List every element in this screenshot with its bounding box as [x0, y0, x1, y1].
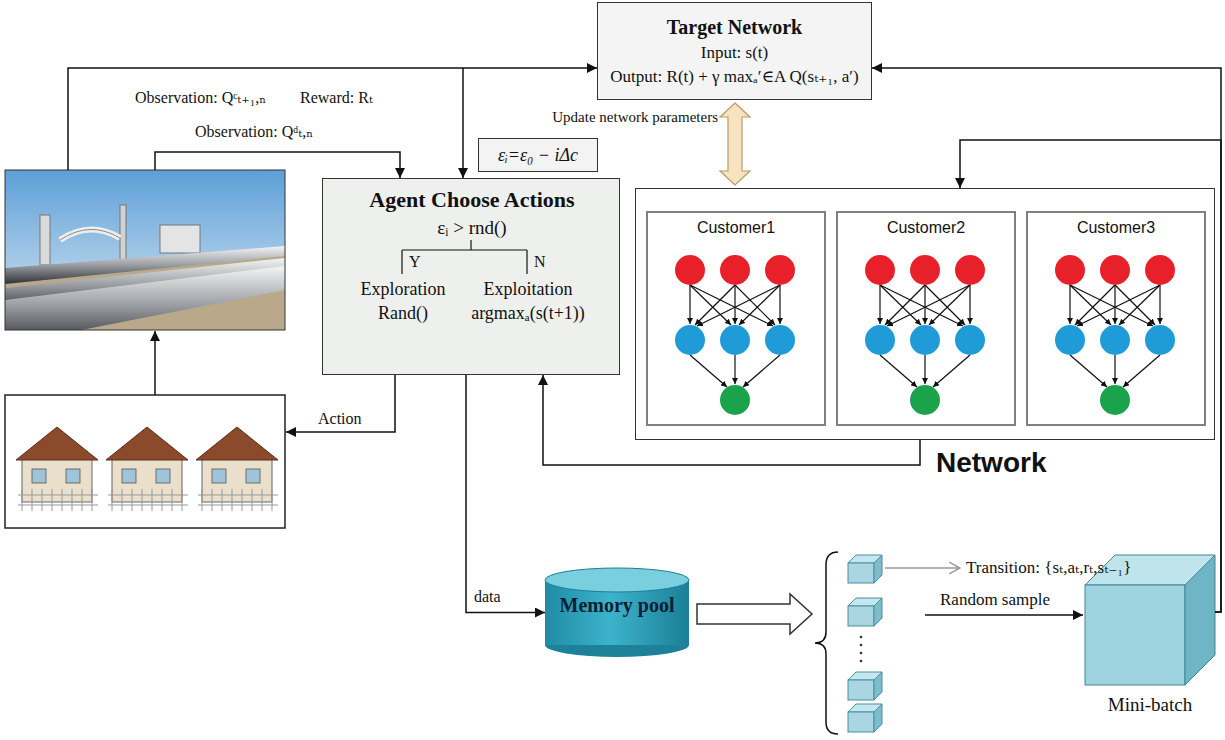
node-text: Input: s(t): [701, 43, 769, 63]
node-text: N: [534, 253, 546, 271]
signal-wires: [68, 68, 1083, 615]
annotation-label: Observation: Qᶜₜ₊₁,ₙ: [135, 88, 266, 107]
houses-illustration: [5, 395, 285, 528]
node-title: Customer1: [697, 219, 775, 237]
annotation-label: Random sample: [940, 590, 1050, 610]
agent-fill: [322, 178, 620, 375]
neural-net-icons: [675, 255, 1175, 415]
memory-pool-cylinder: Memory pool: [545, 570, 689, 655]
network-box: NetworkCustomer1Customer2Customer3: [635, 188, 1215, 440]
customer-box: Customer2: [836, 211, 1016, 426]
node-text: Y: [409, 253, 421, 271]
node-title: Customer2: [887, 219, 965, 237]
annotation-label: Reward: Rₜ: [300, 88, 373, 107]
connector-arrow: [543, 375, 920, 465]
formula-box: εᵢ=ε₀ − iΔc: [478, 138, 598, 172]
node-title: Agent Choose Actions: [369, 187, 574, 213]
edge-label: data: [474, 588, 501, 606]
connector-arrow: [466, 375, 545, 613]
annotation-label: Transition: {sₜ,aₜ,rₜ,sₜ₋₁}: [966, 557, 1131, 578]
node-title: Target Network: [667, 16, 802, 39]
minibatch-node: Mini-batch: [1085, 552, 1215, 732]
annotation-label: Action: [318, 410, 362, 428]
node-text: Output: R(t) + γ maxₐ′∈A Q(sₜ₊₁, a′): [610, 66, 858, 87]
transition-cubes: [848, 555, 882, 732]
hollow-arrow: [697, 594, 812, 634]
customer-box: Customer3: [1026, 211, 1206, 426]
transition-pointer: [885, 567, 960, 569]
node-title: Mini-batch: [1108, 694, 1192, 716]
node-text: Exploitation: [484, 279, 573, 300]
node-text: argmaxₐ(s(t+1)): [471, 303, 585, 324]
node-title: Memory pool: [560, 594, 675, 617]
customer-box: Customer1: [646, 211, 826, 426]
edge-label: Update network parameters: [552, 109, 718, 126]
node-text: Exploration: [361, 279, 446, 300]
agent-box: Agent Choose Actions εᵢ > rnd() Y Explorati…: [322, 178, 620, 375]
node-title: Customer3: [1077, 219, 1155, 237]
database-cylinder: [545, 568, 689, 657]
connector-arrow: [720, 103, 750, 185]
target-network-box: Target NetworkInput: s(t) Output: R(t) + …: [597, 2, 872, 100]
brace: [815, 552, 838, 734]
pipeline-photo: [5, 170, 285, 345]
node-text: εᵢ > rnd(): [437, 217, 506, 239]
annotation-label: Observation: Qᵈₜ,ₙ: [195, 122, 313, 141]
decision-tree: [402, 240, 527, 274]
node-title: εᵢ=ε₀ − iΔc: [498, 145, 578, 166]
connector-arrow: [872, 68, 1221, 612]
node-text: Rand(): [378, 303, 428, 324]
node-title: Network: [936, 447, 1046, 479]
